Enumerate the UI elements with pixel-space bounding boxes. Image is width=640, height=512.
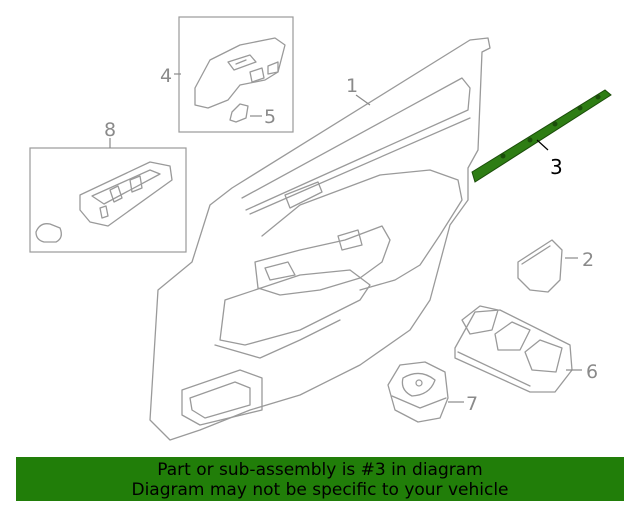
banner-line-1: Part or sub-assembly is #3 in diagram — [157, 460, 483, 480]
window-switch-assembly[interactable] — [194, 37, 286, 109]
callout-3: 3 — [550, 155, 563, 179]
lamp-bulb[interactable] — [35, 223, 62, 243]
switch-clip[interactable] — [229, 103, 249, 123]
callout-1: 1 — [346, 75, 358, 97]
callout-7: 7 — [466, 393, 478, 415]
parts-diagram: 1 4 5 8 3 2 — [29, 16, 612, 441]
callout-5: 5 — [264, 106, 276, 128]
callout-1-leader — [355, 94, 371, 106]
mirror-switch[interactable] — [387, 361, 449, 423]
door-trim-panel[interactable] — [149, 37, 491, 441]
info-banner: Part or sub-assembly is #3 in diagram Di… — [16, 457, 624, 501]
callout-6: 6 — [586, 361, 598, 383]
master-window-switch[interactable] — [454, 305, 573, 393]
belt-weatherstrip-highlighted[interactable] — [471, 89, 612, 183]
banner-line-2: Diagram may not be specific to your vehi… — [131, 480, 509, 500]
courtesy-lamp[interactable] — [79, 161, 173, 227]
callout-2: 2 — [582, 249, 594, 271]
callout-4: 4 — [160, 65, 172, 87]
trim-bezel[interactable] — [517, 239, 563, 293]
callout-3-leader — [536, 139, 549, 151]
callout-8: 8 — [104, 119, 116, 141]
